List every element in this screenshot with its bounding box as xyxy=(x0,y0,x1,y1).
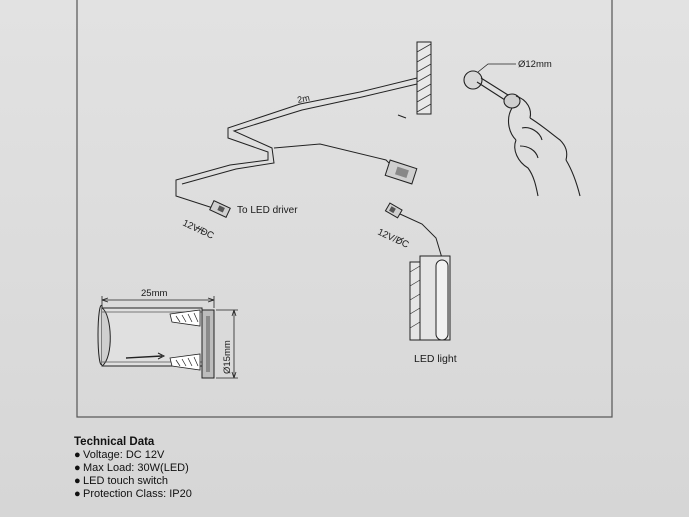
bullet-icon: ● xyxy=(74,449,81,461)
bullet-icon: ● xyxy=(74,488,81,500)
cable-2m xyxy=(175,77,418,209)
label-to-led-driver: To LED driver xyxy=(237,205,298,216)
bullet-icon: ● xyxy=(74,475,81,487)
spec-item-voltage: ●Voltage: DC 12V xyxy=(74,449,165,461)
dimension-15mm xyxy=(216,309,238,379)
cable-to-connector xyxy=(273,143,393,167)
technical-data-title: Technical Data xyxy=(74,436,155,448)
wall xyxy=(416,41,432,115)
bullet-icon: ● xyxy=(74,462,81,474)
driver-plug xyxy=(209,200,231,218)
spec-item-protection: ●Protection Class: IP20 xyxy=(74,488,192,500)
cable-to-led xyxy=(399,213,443,259)
diagram-frame xyxy=(76,0,613,418)
spec-item-max-load: ●Max Load: 30W(LED) xyxy=(74,462,189,474)
label-led-light: LED light xyxy=(414,353,457,365)
spec-item-switch-type: ●LED touch switch xyxy=(74,475,168,487)
small-arrow-mark xyxy=(397,114,407,119)
label-switch-diameter: Ø15mm xyxy=(222,340,233,374)
cable-connector xyxy=(384,159,418,185)
arrow-right xyxy=(396,237,405,242)
hole-diameter-leader xyxy=(477,63,516,73)
technical-data-list: ●Voltage: DC 12V ●Max Load: 30W(LED) ●LE… xyxy=(74,449,374,501)
label-voltage-right: 12V/DC xyxy=(376,227,411,251)
led-light-profile xyxy=(409,255,451,341)
label-hole-diameter: Ø12mm xyxy=(518,59,552,70)
label-cable-length: 2m xyxy=(296,93,310,105)
label-voltage-left: 12V/DC xyxy=(181,218,216,242)
dimension-25mm xyxy=(101,296,215,308)
hand-illustration xyxy=(463,70,581,197)
technical-data-section: Technical Data ●Voltage: DC 12V ●Max Loa… xyxy=(74,436,374,501)
touch-switch-drawing xyxy=(97,304,215,379)
cable-2m-outer xyxy=(181,83,418,185)
label-switch-length: 25mm xyxy=(141,288,167,299)
arrow-left xyxy=(195,226,206,233)
led-plug xyxy=(384,202,403,219)
